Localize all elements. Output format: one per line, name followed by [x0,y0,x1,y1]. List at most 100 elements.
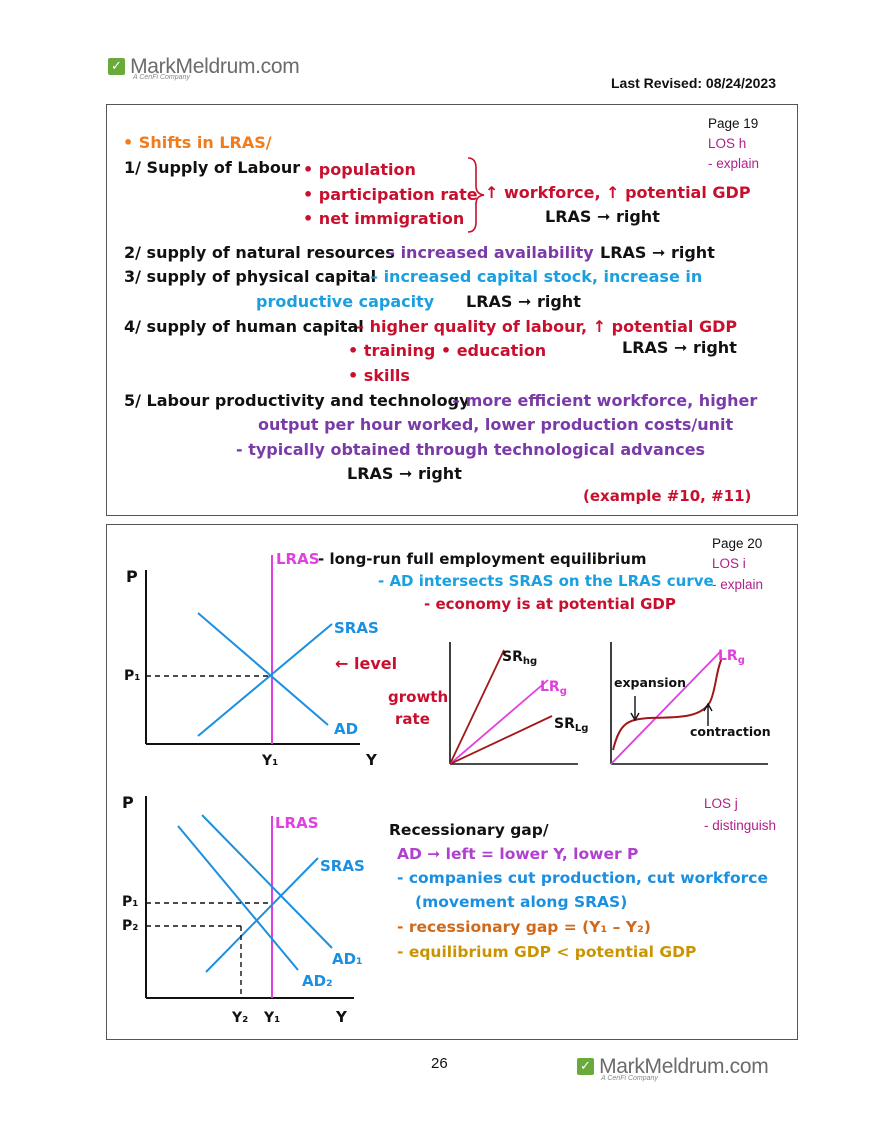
ad-label: AD [334,720,358,738]
y1-label: Y₁ [263,1010,280,1026]
lrg-sub: g [560,686,567,697]
svg-text:LRg: LRg [718,648,745,666]
recess-point: - companies cut production, cut workforc… [397,869,768,887]
lras-graphs-panel [106,524,798,1040]
srhg-line [449,649,505,765]
recess-point: AD ➞ left = lower Y, lower P [397,845,639,863]
footer-logo: ✓ MarkMeldrum.com [577,1055,769,1079]
recess-point: - equilibrium GDP < potential GDP [397,943,697,961]
p2-label: P₂ [122,918,138,934]
y1-label: Y₁ [261,753,278,769]
item5-desc: - typically obtained through technologic… [236,440,706,459]
item3-desc: productive capacity [256,292,435,311]
item4-label: 4/ supply of human capital [124,317,364,336]
page-ref: Page 20 [712,536,763,551]
lras-note: - AD intersects SRAS on the LRAS curve [378,572,714,590]
srlg-sub: Lg [575,723,589,734]
checkmark-icon: ✓ [577,1058,594,1075]
sras-line [205,857,319,973]
los-action: - distinguish [704,818,777,833]
srlg-line [449,715,553,765]
sras-label: SRAS [334,619,379,637]
item2-lras: LRAS ➞ right [600,243,715,262]
y-axis-label: Y [365,751,378,769]
logo-text: MarkMeldrum.com [130,55,300,78]
section-heading: • Shifts in LRAS/ [123,133,272,152]
lrg-line [449,679,549,765]
logo-subtitle: A CeriFi Company [601,1075,658,1082]
curly-brace [467,157,485,233]
item3-desc: – increased capital stock, increase in [370,267,703,286]
header-logo: ✓ MarkMeldrum.com [108,55,300,79]
item4-desc: – higher quality of labour, ↑ potential … [356,317,738,336]
page-number: 26 [431,1055,448,1072]
level-label: ← level [335,654,398,673]
p1-label: P₁ [124,668,140,684]
logo-subtitle: A CeriFi Company [133,74,190,81]
sras-label: SRAS [320,857,365,875]
recess-title: Recessionary gap/ [389,821,549,839]
ad-line [197,612,329,726]
p1-label: P₁ [122,894,138,910]
item1-point: • population [303,160,416,179]
item2-label: 2/ supply of natural resources [124,243,395,262]
item5-label: 5/ Labour productivity and technology [124,391,470,410]
svg-text:LRg: LRg [540,679,567,697]
item4-points: • skills [348,366,410,385]
lras-shifts-panel [106,104,798,516]
growth-rate-graph: SRhg LRg SRLg [449,642,588,765]
los-action: - explain [708,156,760,171]
svg-text:SRhg: SRhg [502,649,537,667]
item5-desc: output per hour worked, lower production… [258,415,734,434]
srlg-label: SR [554,716,575,732]
item4-points: • training • education [348,341,547,360]
item5-lras: LRAS ➞ right [347,464,462,483]
item1-point: • participation rate [303,185,478,204]
growth-rate-label: growth [388,688,449,706]
item1-label: 1/ Supply of Labour [124,158,301,177]
recessionary-gap-graph: P Y LRAS SRAS AD₁ AD₂ P₁ P₂ Y₂ Y₁ [122,793,365,1026]
item2-desc: – increased availability [387,243,594,262]
item1-lras: LRAS ➞ right [545,207,660,226]
los-ref: LOS j [704,796,738,811]
ad1-line [201,814,333,949]
item3-label: 3/ supply of physical capital [124,267,377,286]
ad2-label: AD₂ [302,972,333,990]
item1-result: ↑ workforce, ↑ potential GDP [485,183,751,202]
recess-point: (movement along SRAS) [415,893,628,911]
p-axis-label: P [126,567,138,586]
cycle-curve [612,657,723,751]
lras-note: - economy is at potential GDP [424,595,676,613]
examples-ref: (example #10, #11) [583,487,752,505]
growth-rate-label: rate [395,710,430,728]
lrg-trend [610,651,721,765]
expansion-label: expansion [614,675,686,690]
ad1-label: AD₁ [332,950,363,968]
lras-title: LRAS [276,550,320,568]
svg-text:SRLg: SRLg [554,716,588,734]
last-revised: Last Revised: 08/24/2023 [611,75,776,91]
ad2-line [177,825,299,971]
item3-lras: LRAS ➞ right [466,292,581,311]
lras-definition: - long-run full employment equilibrium [318,550,647,568]
page-ref: Page 19 [708,116,759,131]
p-axis-label: P [122,793,134,812]
item1-point: • net immigration [303,209,465,228]
y2-label: Y₂ [231,1010,248,1026]
srhg-label: SR [502,649,523,665]
los-ref: LOS h [708,136,747,151]
los-action: - explain [712,577,764,592]
srhg-sub: hg [523,656,537,667]
logo-text: MarkMeldrum.com [599,1055,769,1078]
lrg-sub: g [738,655,745,666]
sras-line [197,623,333,737]
lrg-label: LR [540,679,560,695]
checkmark-icon: ✓ [108,58,125,75]
contraction-label: contraction [690,724,770,739]
los-ref: LOS i [712,556,746,571]
lras-label: LRAS [275,814,319,832]
y-axis-label: Y [335,1008,348,1026]
lras-equilibrium-graph: P Y SRAS AD P₁ Y₁ [124,555,379,769]
item4-lras: LRAS ➞ right [622,338,737,357]
recess-point: - recessionary gap = (Y₁ – Y₂) [397,918,651,936]
